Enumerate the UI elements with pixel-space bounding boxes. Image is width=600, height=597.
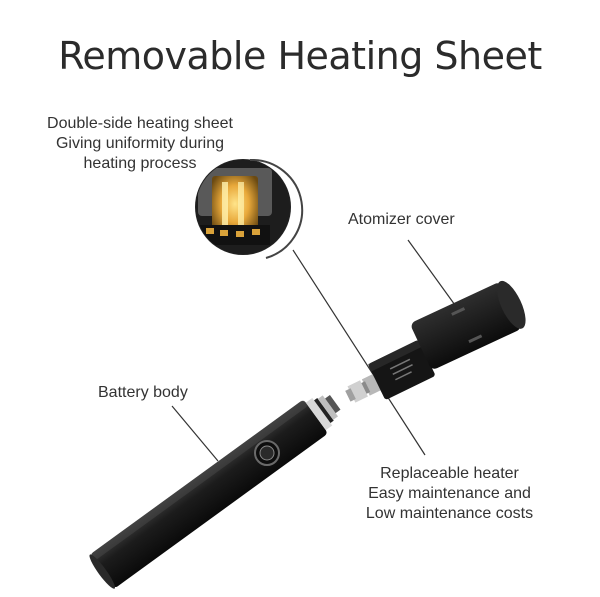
replaceable-heater-label-line-3: Low maintenance costs <box>365 505 534 522</box>
replaceable-heater-label-line-1: Replaceable heater <box>380 465 519 482</box>
page-title: Removable Heating Sheet <box>58 34 542 78</box>
power-button-icon <box>254 440 280 466</box>
heating-sheet-label: Double-side heating sheet Giving uniform… <box>30 114 250 174</box>
replaceable-heater-label-line-2: Easy maintenance and <box>368 485 531 502</box>
heating-sheet-label-line-3: heating process <box>83 155 197 172</box>
battery-body-label: Battery body <box>98 384 188 401</box>
leader-lines <box>171 239 461 462</box>
heating-sheet-label-line-2: Giving uniformity during <box>55 135 225 152</box>
atomizer-cover <box>411 280 526 369</box>
atomizer-leader-line <box>407 239 461 313</box>
atomizer-cover-label: Atomizer cover <box>348 211 455 228</box>
battery-body <box>89 395 341 589</box>
heater-leader-line <box>292 249 426 456</box>
battery-leader-line <box>171 405 219 462</box>
heating-sheet-label-line-1: Double-side heating sheet <box>47 115 233 132</box>
heating-sheet-closeup <box>195 158 304 259</box>
replaceable-heater <box>345 339 435 403</box>
replaceable-heater-label: Replaceable heater Easy maintenance and … <box>352 464 547 524</box>
